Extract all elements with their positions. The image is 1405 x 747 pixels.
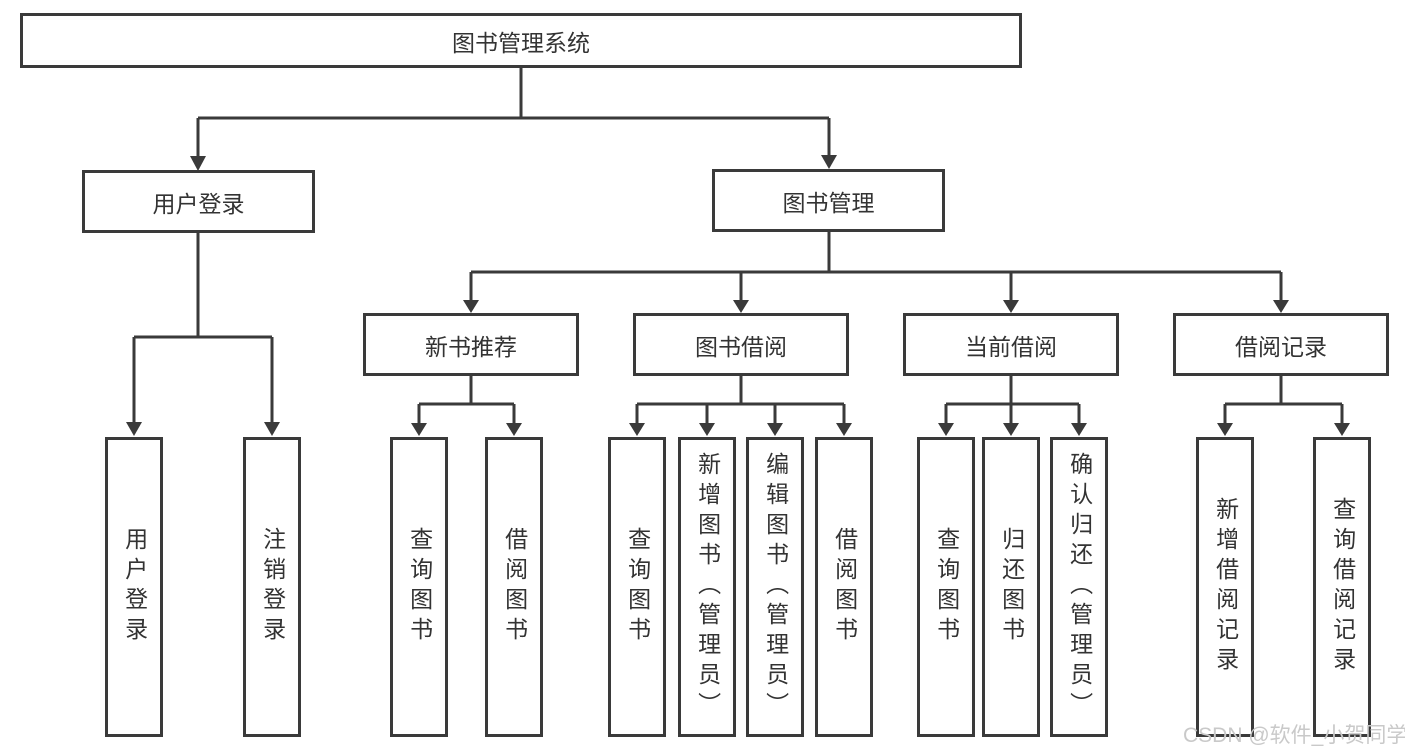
node-label: 用户登录: [121, 527, 148, 647]
node-label: 图书借阅: [695, 333, 787, 360]
node-label: 借阅图书: [831, 527, 858, 647]
leaf-add-book-admin: 新增图书（管理员）: [678, 437, 736, 737]
leaf-query-borrow-record: 查询借阅记录: [1313, 437, 1371, 737]
csdn-watermark: CSDN @软件_小贺同学: [1183, 724, 1405, 747]
node-label: 查询图书: [933, 527, 960, 647]
leaf-borrow-books: 借阅图书: [815, 437, 873, 737]
node-label: 新增图书（管理员）: [694, 452, 721, 722]
leaf-return-books: 归还图书: [982, 437, 1040, 737]
node-current-borrowing: 当前借阅: [903, 313, 1119, 376]
node-label: 用户登录: [152, 190, 245, 217]
node-label: 查询借阅记录: [1329, 497, 1356, 677]
leaf-confirm-return-admin: 确认归还（管理员）: [1050, 437, 1108, 737]
node-new-book-recommendation: 新书推荐: [363, 313, 579, 376]
node-label: 确认归还（管理员）: [1066, 452, 1093, 722]
node-label: 借阅记录: [1235, 333, 1327, 360]
node-label: 当前借阅: [965, 333, 1057, 360]
node-label: 查询图书: [624, 527, 651, 647]
node-borrowing-records: 借阅记录: [1173, 313, 1389, 376]
node-label: 新增借阅记录: [1212, 497, 1239, 677]
node-user-login: 用户登录: [82, 170, 315, 233]
node-label: 新书推荐: [425, 333, 517, 360]
node-label: 归还图书: [998, 527, 1025, 647]
leaf-query-books-current: 查询图书: [917, 437, 975, 737]
node-label: 查询图书: [406, 527, 433, 647]
leaf-query-books-borrow: 查询图书: [608, 437, 666, 737]
node-library-management-system: 图书管理系统: [20, 13, 1022, 68]
node-book-management: 图书管理: [712, 169, 945, 232]
leaf-user-login: 用户登录: [105, 437, 163, 737]
leaf-logout: 注销登录: [243, 437, 301, 737]
leaf-add-borrow-record: 新增借阅记录: [1196, 437, 1254, 737]
node-label: 图书管理系统: [452, 29, 590, 56]
node-label: 注销登录: [259, 527, 286, 647]
leaf-borrow-books-recommend: 借阅图书: [485, 437, 543, 737]
arrowheads: [126, 155, 1350, 436]
node-label: 编辑图书（管理员）: [762, 452, 789, 722]
node-label: 借阅图书: [501, 527, 528, 647]
node-label: 图书管理: [782, 189, 875, 216]
leaf-edit-book-admin: 编辑图书（管理员）: [746, 437, 804, 737]
leaf-query-books-recommend: 查询图书: [390, 437, 448, 737]
node-book-borrowing: 图书借阅: [633, 313, 849, 376]
